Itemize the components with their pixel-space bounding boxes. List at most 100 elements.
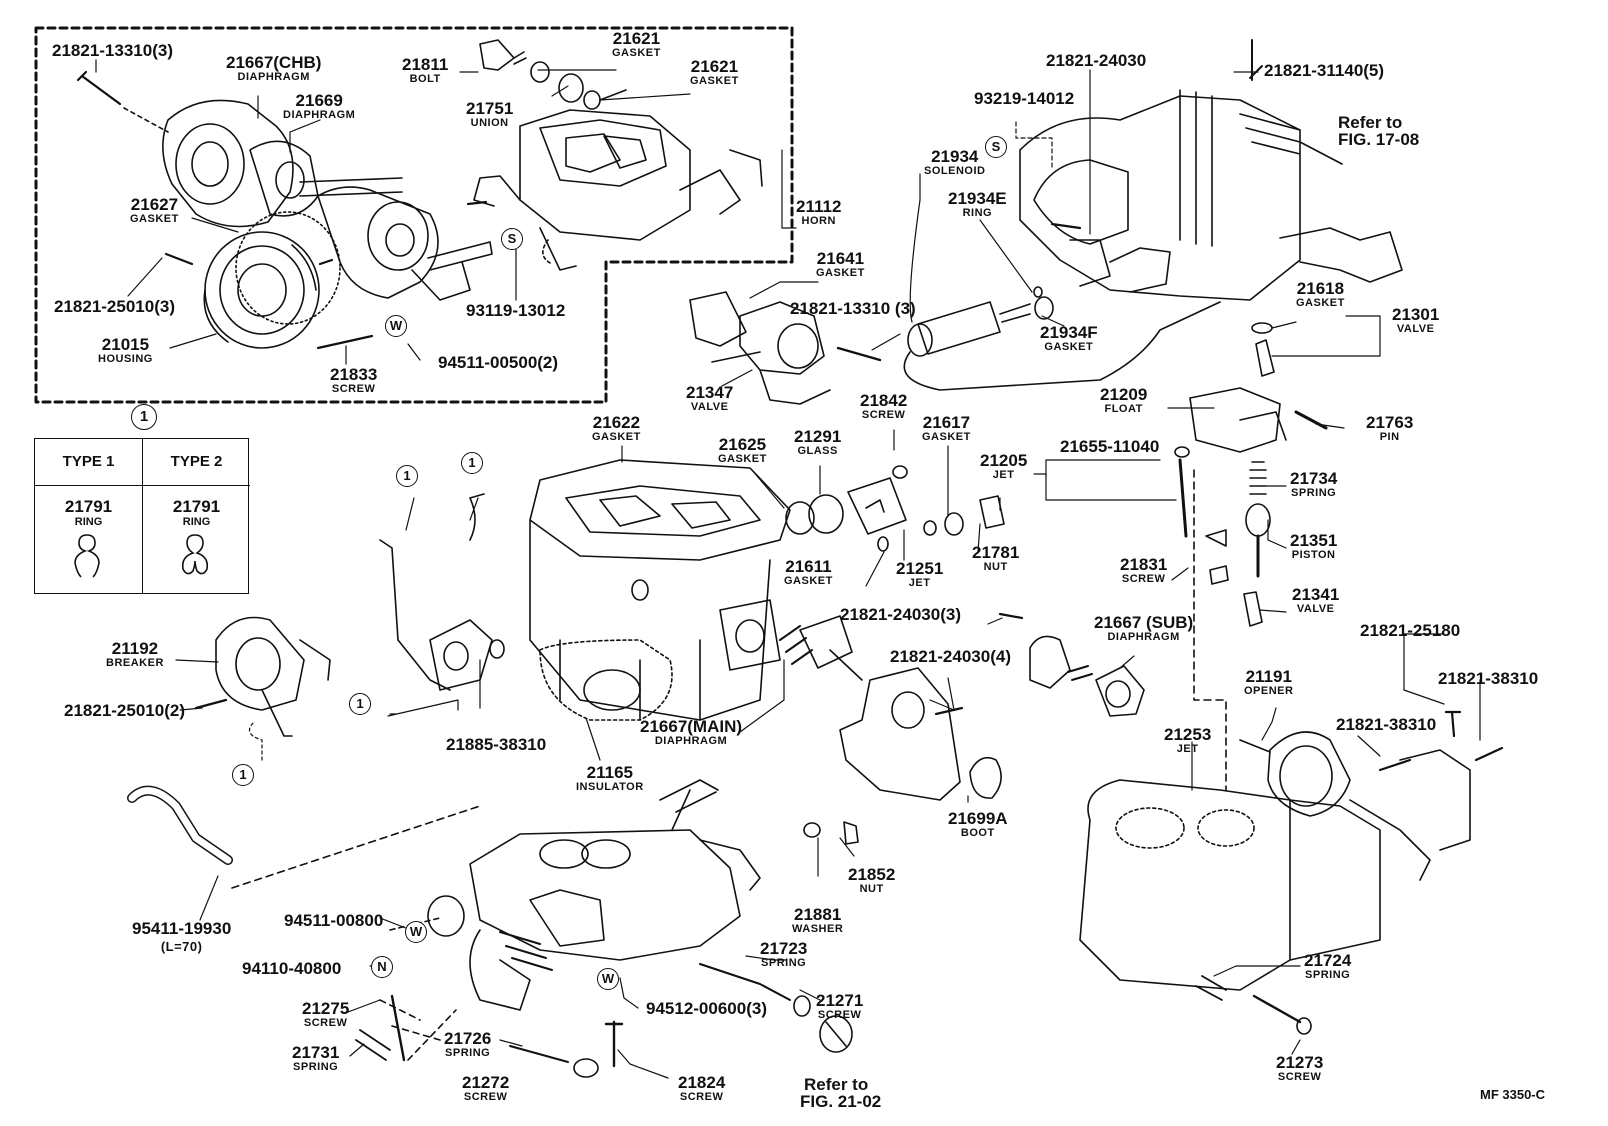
sub-diaphragm-group xyxy=(998,612,1145,717)
throttle-body xyxy=(355,779,859,1078)
linkage-and-breaker xyxy=(127,493,505,889)
symbol-w-94511-00800: W xyxy=(405,921,427,943)
main-carburetor-body xyxy=(529,459,1005,801)
part-label: 21667(MAIN)DIAPHRAGM xyxy=(640,717,743,747)
part-label: 21655-11040 xyxy=(1060,437,1160,456)
fig-21-02-reference: Refer to FIG. 21-02 xyxy=(800,1075,882,1111)
part-label: 21821-25010(3) xyxy=(54,297,175,316)
part-label: 21821-38310 xyxy=(1336,715,1437,734)
legend-type-2: TYPE 2 21791 RING xyxy=(142,439,250,593)
float-and-piston-stack xyxy=(1079,387,1504,1035)
diagram-code: MF 3350-C xyxy=(1480,1087,1546,1102)
part-label: 21821-25010(2) xyxy=(64,701,185,720)
horn-assembly xyxy=(466,39,763,271)
part-label: 93219-14012 xyxy=(974,89,1075,108)
part-label: 94511-00500(2) xyxy=(438,353,559,372)
ring-type-1-icon xyxy=(74,534,100,578)
symbol-w-94512: W xyxy=(597,968,619,990)
part-label: 21821-13310(3) xyxy=(52,41,173,60)
legend-type-2-header: TYPE 2 xyxy=(143,439,250,486)
legend-type-1-name: RING xyxy=(74,516,103,528)
part-label: 21821-24030(4) xyxy=(890,647,1011,666)
symbol-w-94511-00500: W xyxy=(385,315,407,337)
ring-type-legend: TYPE 1 21791 RING TYPE 2 21791 RING xyxy=(34,438,250,594)
legend-type-1: TYPE 1 21791 RING xyxy=(35,439,142,593)
part-label: 21821-24030(3) xyxy=(840,605,961,624)
part-label: 21821-38310 xyxy=(1438,669,1539,688)
part-label: 21667(CHB)DIAPHRAGM xyxy=(226,53,322,83)
part-label: 21821-31140(5) xyxy=(1264,61,1385,80)
legend-type-2-name: RING xyxy=(182,516,211,528)
part-label: 93119-13012 xyxy=(466,301,566,320)
chb-diaphragm-housing-group xyxy=(76,70,493,350)
part-label: 94110-40800 xyxy=(242,959,342,978)
circled-1-marker: 1 xyxy=(349,693,371,715)
part-label: 94512-00600(3) xyxy=(646,999,767,1018)
circled-1-marker: 1 xyxy=(461,452,483,474)
bowl-cover-assembly xyxy=(903,39,1403,391)
part-label: 21821-25180 xyxy=(1360,621,1461,640)
legend-type-2-part: 21791 xyxy=(172,497,221,516)
symbol-s-93119: S xyxy=(501,228,523,250)
part-label: 21667 (SUB)DIAPHRAGM xyxy=(1094,613,1194,643)
leader-lines xyxy=(95,59,1481,1079)
valve-21347-group xyxy=(689,291,882,405)
fig-17-08-reference: Refer to FIG. 17-08 xyxy=(1338,113,1420,149)
part-label: 21885-38310 xyxy=(446,735,547,754)
legend-marker: 1 xyxy=(131,404,157,430)
circled-1-marker: 1 xyxy=(232,764,254,786)
part-label: 94511-00800 xyxy=(284,911,384,930)
part-label: 21821-24030 xyxy=(1046,51,1147,70)
part-label: 95411-19930(L=70) xyxy=(132,919,232,954)
legend-type-1-header: TYPE 1 xyxy=(35,439,142,486)
legend-type-1-part: 21791 xyxy=(64,497,113,516)
ring-type-2-icon xyxy=(181,534,209,575)
